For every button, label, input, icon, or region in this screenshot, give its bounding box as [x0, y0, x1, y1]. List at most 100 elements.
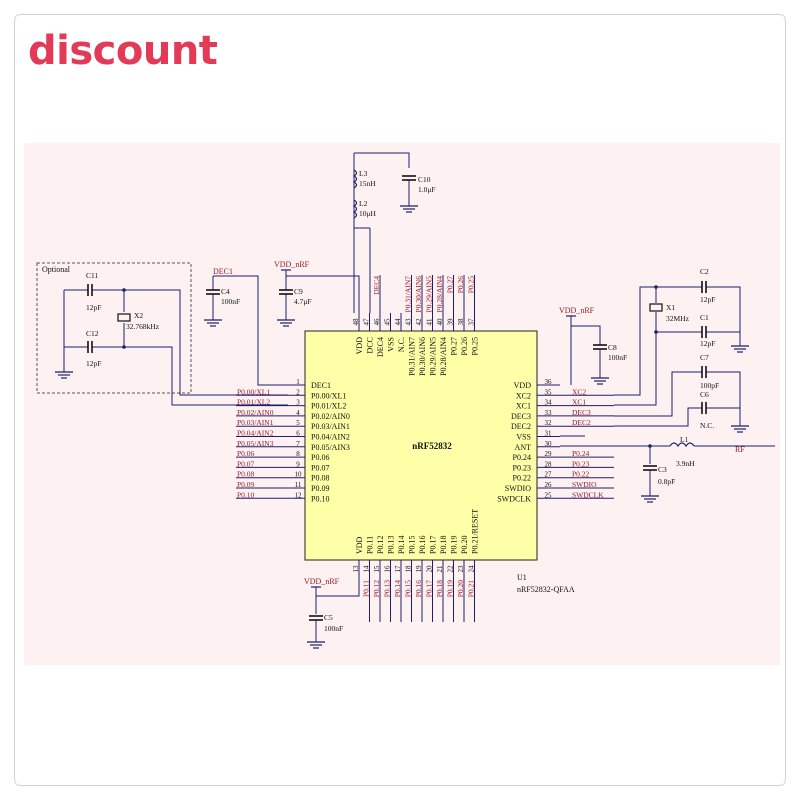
junction-dot: [648, 444, 652, 448]
pin-name: P0.23: [513, 463, 531, 472]
net-label: XC1: [572, 398, 586, 407]
pin-number: 48: [352, 318, 360, 326]
pin-name: P0.24: [513, 453, 531, 462]
c3-ref: C3: [658, 465, 667, 474]
optional-label: Optional: [42, 265, 71, 274]
vdd-nrf-bottom: VDD_nRF: [304, 577, 340, 586]
chip-part-number: nRF52832-QFAA: [517, 585, 575, 594]
c6-value: N.C.: [700, 421, 714, 430]
optional-box: [36, 262, 192, 394]
net-label: DEC3: [572, 408, 591, 417]
l3-value: 15nH: [359, 179, 376, 188]
net-label: P0.30/AIN6: [414, 276, 423, 313]
l1-value: 3.9nH: [676, 459, 695, 468]
pin-name: P0.01/XL2: [311, 402, 346, 411]
pin-number: 14: [363, 565, 371, 573]
c9-value: 4.7μF: [294, 297, 312, 306]
net-label: P0.29/AIN5: [425, 276, 434, 313]
net-label: P0.03/AIN1: [237, 418, 274, 427]
pin-number: 37: [468, 318, 476, 326]
pin-name: P0.22: [513, 474, 531, 483]
pin-number: 40: [436, 318, 444, 326]
pin-name: P0.30/AIN6: [418, 337, 427, 376]
pin-number: 45: [384, 318, 392, 326]
x1-ref: X1: [666, 303, 675, 312]
pin-name: XC2: [516, 391, 531, 400]
c11-value: 12pF: [86, 303, 101, 312]
c8-value: 100nF: [608, 353, 627, 362]
c4-ref: C4: [221, 287, 230, 296]
chip-name: nRF52832: [412, 441, 452, 451]
pin-name: P0.31/AIN7: [408, 337, 417, 376]
pin-number: 26: [545, 481, 553, 489]
xc2-wire: [614, 286, 702, 396]
pin-number: 36: [545, 378, 553, 386]
c7-value: 100pF: [700, 381, 719, 390]
pin-name: VDD: [355, 536, 364, 554]
c10-ref: C10: [418, 175, 431, 184]
pin-number: 18: [405, 565, 413, 573]
net-label: P0.21: [467, 580, 476, 598]
crystal-x1: [649, 303, 663, 312]
junction-dot: [654, 330, 658, 334]
pin-number: 25: [545, 491, 553, 499]
x2-ref: X2: [134, 311, 143, 320]
pin-number: 2: [296, 388, 300, 396]
pin-number: 28: [545, 460, 553, 468]
c2-value: 12pF: [700, 295, 715, 304]
net-label: P0.22: [572, 470, 590, 479]
net-label: SWDCLK: [572, 490, 604, 499]
net-label: P0.28/AIN4: [435, 276, 444, 313]
pin-number: 38: [457, 318, 465, 326]
pin-name: P0.16: [418, 536, 427, 554]
pin-number: 1: [296, 378, 300, 386]
net-label: P0.13: [383, 580, 392, 598]
pin-name: DEC3: [511, 412, 531, 421]
pin-number: 30: [545, 440, 553, 448]
pin-name: P0.02/AIN0: [311, 412, 350, 421]
c1-ref: C1: [700, 313, 709, 322]
pin-number: 29: [545, 450, 553, 458]
net-label: P0.14: [393, 580, 402, 598]
pin-number: 4: [296, 409, 300, 417]
net-label: DEC2: [572, 418, 591, 427]
pin-number: 8: [296, 450, 300, 458]
pin-number: 21: [436, 565, 444, 573]
pin-name: P0.14: [397, 536, 406, 554]
net-label: P0.19: [446, 580, 455, 598]
pin-name: P0.18: [439, 536, 448, 554]
pin-number: 12: [295, 491, 303, 499]
c3-value: 0.8pF: [658, 477, 675, 486]
c4-value: 100nF: [221, 297, 240, 306]
pin-name: XC1: [516, 402, 531, 411]
dec3-wire: [614, 371, 702, 417]
net-label: P0.24: [572, 449, 590, 458]
pin-name: P0.19: [450, 536, 459, 554]
l2-ref: L2: [359, 199, 368, 208]
pin-name: P0.25: [471, 337, 480, 355]
pin-number: 7: [296, 440, 300, 448]
pin-name: P0.15: [408, 536, 417, 554]
net-label: P0.09: [237, 480, 255, 489]
net-label: P0.12: [372, 580, 381, 598]
pin-name: VDD: [514, 381, 532, 390]
l3-ref: L3: [359, 169, 368, 178]
pin-number: 9: [296, 460, 300, 468]
c2-ref: C2: [700, 267, 709, 276]
pin-number: 24: [468, 565, 476, 573]
pin-name: P0.27: [450, 337, 459, 355]
net-label: P0.06: [237, 449, 255, 458]
pin-number: 13: [352, 565, 360, 573]
net-label: P0.15: [404, 580, 413, 598]
inductor-l3: [352, 169, 358, 189]
net-label: P0.31/AIN7: [404, 276, 413, 313]
net-label: P0.23: [572, 459, 590, 468]
pin-number: 3: [296, 399, 300, 407]
pin-name: P0.29/AIN5: [429, 337, 438, 376]
c5-ref: C5: [324, 613, 333, 622]
xc1-wire: [614, 331, 702, 406]
net-label: P0.10: [237, 490, 255, 499]
pin-name: P0.17: [429, 536, 438, 554]
net-label: XC2: [572, 387, 586, 396]
